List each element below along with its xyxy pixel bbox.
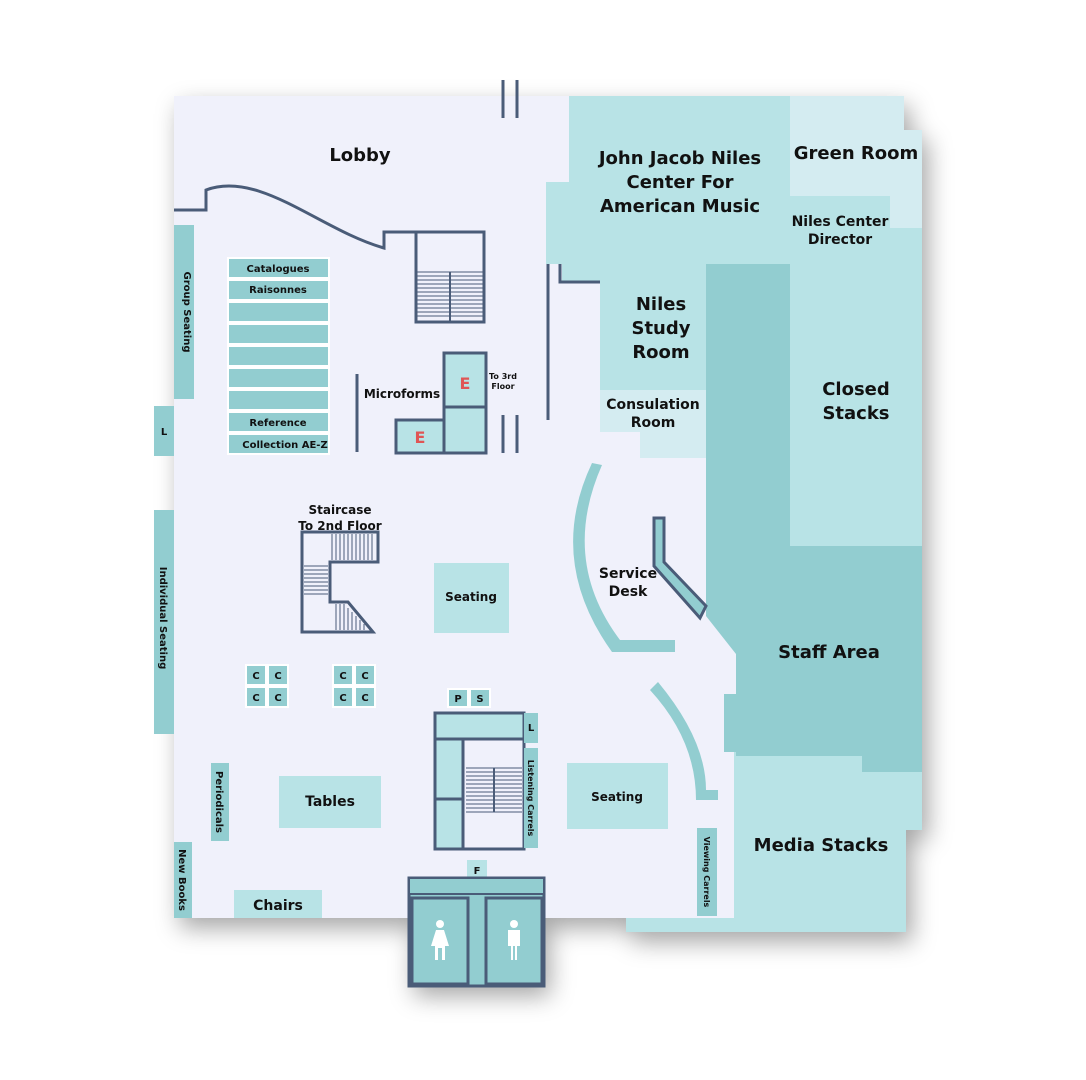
p-label: P	[454, 694, 461, 705]
tables-area[interactable]	[279, 776, 381, 828]
listening-block[interactable]	[433, 711, 526, 851]
group-seating[interactable]	[174, 225, 194, 399]
s-box[interactable]	[469, 688, 491, 708]
consultation-label-1: Consulation	[606, 397, 699, 413]
l-left-label: L	[161, 427, 168, 438]
l-center-label: L	[528, 723, 535, 734]
staircase-2nd-floor[interactable]	[300, 530, 380, 634]
f-label: F	[474, 866, 481, 877]
individual-seating[interactable]	[154, 510, 174, 734]
service-desk[interactable]	[573, 463, 718, 800]
new-books-shelf[interactable]	[174, 842, 192, 918]
catalogues-label: Catalogues	[247, 264, 310, 275]
chairs-area[interactable]	[234, 890, 322, 918]
chairs-label: Chairs	[253, 898, 303, 914]
group-seating-label: Group Seating	[181, 272, 192, 353]
niles-study-label-1: Niles	[636, 294, 686, 315]
staircase-label-1: Staircase	[309, 503, 372, 517]
s-label: S	[476, 694, 483, 705]
niles-study-label-2: Study	[631, 318, 690, 339]
periodicals-label: Periodicals	[213, 771, 224, 833]
raisonnes-label: Raisonnes	[249, 285, 307, 296]
elevator-label-top: E	[460, 374, 471, 393]
restroom-block[interactable]	[407, 860, 546, 988]
closed-stacks-label-1: Closed	[822, 379, 890, 400]
collection-label: Collection AE-Z	[242, 440, 327, 451]
closed-stacks[interactable]	[790, 264, 922, 546]
shelf-stack	[227, 257, 330, 455]
computer-stations[interactable]	[245, 664, 376, 708]
new-books-label: New Books	[176, 849, 187, 911]
svg-text:C: C	[252, 693, 259, 704]
niles-center-label-2: Center For	[627, 172, 734, 193]
periodicals-shelf[interactable]	[211, 763, 229, 841]
to-3rd-label-1: To 3rd	[489, 372, 517, 381]
niles-study-room[interactable]	[600, 264, 706, 390]
listening-carrels-label: Listening Carrels	[526, 760, 535, 837]
closed-stacks-label-2: Stacks	[822, 403, 889, 424]
staircase-label-2: To 2nd Floor	[298, 519, 381, 533]
svg-text:C: C	[252, 671, 259, 682]
seating-right[interactable]	[567, 763, 668, 829]
elevator-label-bottom: E	[415, 428, 426, 447]
seating-center[interactable]	[434, 563, 509, 633]
listening-carrels[interactable]	[524, 748, 538, 848]
seating-right-label: Seating	[591, 790, 643, 804]
svg-text:C: C	[339, 693, 346, 704]
women-restroom-icon	[431, 920, 449, 960]
niles-director-room[interactable]	[790, 196, 890, 264]
microforms-label: Microforms	[364, 387, 440, 401]
service-desk-label-1: Service	[599, 566, 657, 582]
niles-director-label-2: Director	[808, 232, 872, 248]
lobby-wall	[174, 184, 416, 250]
l-box-left[interactable]	[154, 406, 174, 456]
green-room[interactable]	[790, 96, 904, 196]
media-stacks-label: Media Stacks	[754, 835, 889, 856]
seating-center-label: Seating	[445, 590, 497, 604]
green-room-label: Green Room	[794, 143, 919, 164]
niles-center-label-1: John Jacob Niles	[597, 148, 761, 169]
consultation-label-2: Room	[631, 415, 676, 431]
svg-text:C: C	[274, 671, 281, 682]
svg-text:C: C	[361, 671, 368, 682]
tables-label: Tables	[305, 794, 355, 810]
niles-director-label-1: Niles Center	[792, 214, 889, 230]
viewing-carrels[interactable]	[697, 828, 717, 916]
to-3rd-label-2: Floor	[491, 382, 514, 391]
niles-center-room[interactable]	[546, 96, 790, 282]
reference-label: Reference	[249, 418, 306, 429]
svg-text:C: C	[339, 671, 346, 682]
service-desk-label-2: Desk	[609, 584, 648, 600]
svg-text:C: C	[361, 693, 368, 704]
consultation-room[interactable]	[600, 390, 706, 432]
viewing-carrels-label: Viewing Carrels	[702, 837, 711, 908]
staff-area-label: Staff Area	[778, 642, 880, 663]
individual-seating-label: Individual Seating	[157, 567, 168, 670]
svg-text:C: C	[274, 693, 281, 704]
niles-center-label-3: American Music	[600, 196, 760, 217]
elevator-block[interactable]	[394, 351, 488, 455]
men-restroom-icon	[508, 920, 520, 960]
staff-area[interactable]	[706, 264, 922, 772]
p-box[interactable]	[447, 688, 469, 708]
computer-labels: C C C C C C C C	[252, 671, 368, 704]
l-box-center[interactable]	[524, 713, 538, 743]
upper-stairs[interactable]	[414, 230, 486, 324]
lobby-label: Lobby	[329, 145, 391, 166]
media-stacks[interactable]	[736, 756, 922, 932]
niles-study-label-3: Room	[632, 342, 689, 363]
